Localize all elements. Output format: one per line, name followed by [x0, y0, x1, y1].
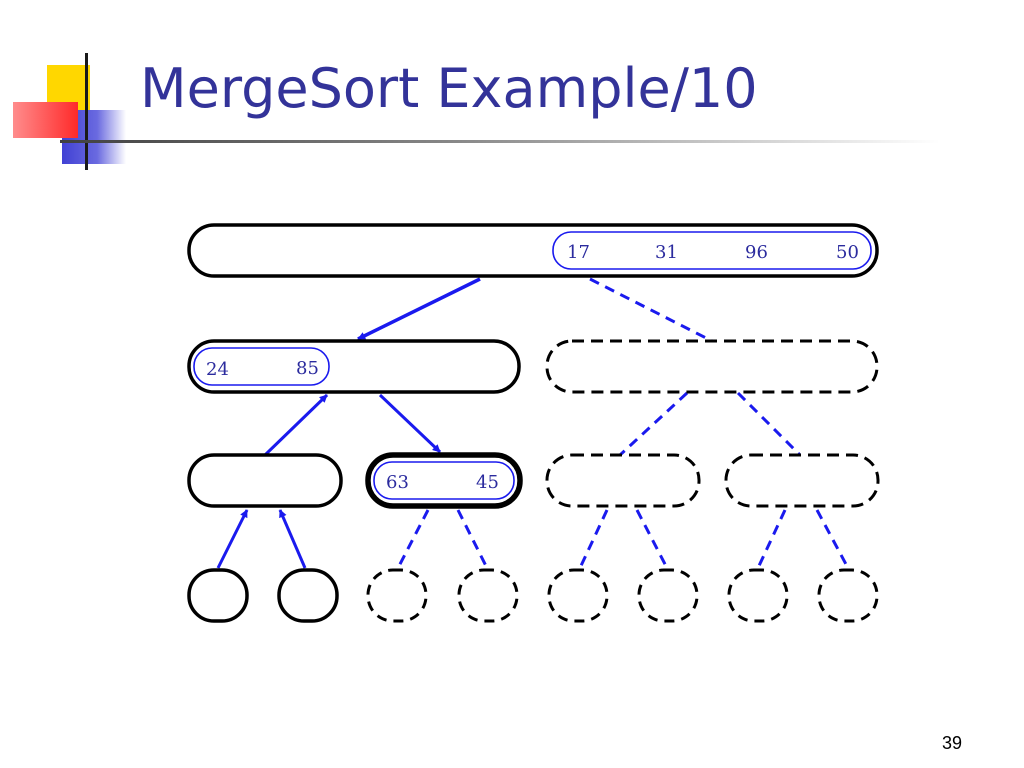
leaf-node-2: [277, 568, 339, 623]
level2-node-3: [545, 453, 701, 508]
edge-root-to-left: [357, 277, 481, 341]
level2-node-2-box: [365, 452, 523, 509]
level2-node-1: [187, 453, 343, 508]
root-values-capsule: [552, 231, 872, 270]
leaf-node-3: [366, 568, 428, 623]
root-value-4: 50: [836, 242, 859, 263]
level1-left-box: [187, 339, 521, 394]
leaf-node-7: [727, 568, 789, 623]
root-value-2: 31: [655, 242, 678, 263]
leaf-node-1: [187, 568, 249, 623]
leaf-node-5: [547, 568, 609, 623]
edge-child3-to-leaf6: [635, 509, 669, 569]
edge-root-to-right: [589, 277, 713, 343]
edge-right-to-child4: [736, 391, 802, 457]
deco-vertical-line: [85, 53, 88, 170]
level2-node-4: [724, 453, 880, 508]
level1-left-value-1: 24: [206, 359, 229, 380]
edge-child2-to-leaf4: [456, 509, 489, 569]
slide-title: MergeSort Example/10: [140, 57, 758, 120]
level2-node-2-value-2: 45: [476, 472, 499, 493]
level2-node-2-value-1: 63: [386, 472, 409, 493]
leaf-node-4: [457, 568, 519, 623]
page-number: 39: [941, 733, 962, 753]
deco-red-square: [13, 102, 78, 138]
level2-node-2: 63 45: [365, 452, 523, 509]
level1-right-node: [545, 339, 879, 394]
level1-left-values-capsule: [193, 347, 330, 386]
level2-node-2-values-capsule: [373, 461, 515, 500]
level1-left-value-2: 85: [296, 358, 319, 379]
edge-left-to-child2: [378, 393, 442, 454]
edge-child3-to-leaf5: [578, 509, 609, 569]
leaf-node-8: [817, 568, 879, 623]
level1-left-node: 24 85: [187, 339, 521, 394]
edge-child4-to-leaf7: [756, 509, 787, 569]
root-node: 17 31 96 50: [187, 223, 879, 278]
edge-left-from-child1: [263, 393, 329, 457]
root-value-3: 96: [745, 242, 768, 263]
connectors: [216, 277, 850, 569]
edge-child4-to-leaf8: [815, 509, 850, 569]
edge-child2-to-leaf3: [396, 509, 430, 569]
root-value-1: 17: [567, 242, 590, 263]
root-node-box: [187, 223, 879, 278]
title-underline: [60, 140, 940, 143]
leaf-node-6: [637, 568, 699, 623]
edge-leaf1-to-child1: [216, 509, 249, 569]
edge-leaf2-to-child1: [278, 509, 307, 569]
edge-right-to-child3: [618, 391, 689, 457]
